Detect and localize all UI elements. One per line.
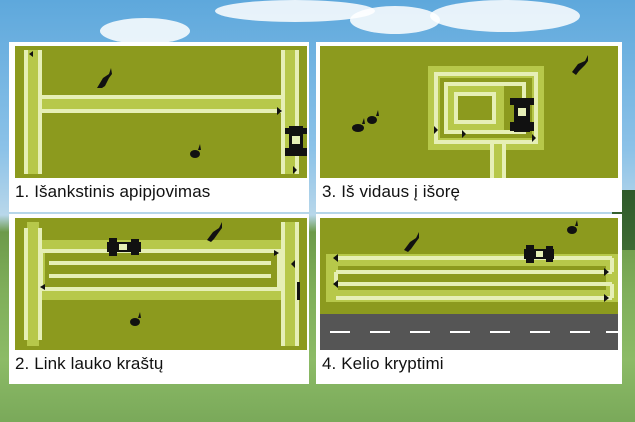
mowing-path (24, 50, 299, 174)
panel-caption: 1. Išankstinis apipjovimas (15, 182, 211, 201)
field-diagram-1 (15, 46, 307, 178)
deer-icon (404, 232, 419, 252)
field-area (15, 218, 307, 350)
panel-caption: 3. Iš vidaus į išorę (322, 182, 461, 201)
panel-pre-mowing: 1. Išankstinis apipjovimas (9, 42, 309, 212)
tractor-icon (107, 238, 300, 300)
deer-icon (207, 222, 222, 242)
cloud (430, 0, 580, 32)
tractor-icon (285, 126, 307, 156)
field-diagram-3 (320, 46, 618, 178)
rabbit-icon (567, 220, 578, 234)
arrow-icon (40, 250, 295, 290)
rabbit-icon (352, 110, 379, 132)
arrow-icon (333, 254, 609, 302)
tractor-icon (510, 98, 534, 132)
rabbit-icon (190, 144, 201, 158)
panel-caption: 2. Link lauko kraštų (15, 354, 164, 373)
field-area (320, 46, 618, 178)
field-diagram-4 (320, 218, 618, 350)
cloud (350, 6, 440, 34)
tractor-icon (524, 245, 554, 263)
rabbit-icon (130, 312, 141, 326)
cloud (215, 0, 375, 22)
arrow-icon (434, 126, 536, 142)
panel-toward-edges: 2. Link lauko kraštų (9, 214, 309, 384)
field-diagram-2 (15, 218, 307, 350)
panel-inside-out: 3. Iš vidaus į išorę (316, 42, 622, 212)
panel-caption: 4. Kelio kryptimi (322, 354, 444, 373)
panel-road-direction: 4. Kelio kryptimi (316, 214, 622, 384)
mowing-path (24, 222, 299, 346)
cloud (100, 18, 190, 44)
deer-icon (97, 68, 112, 88)
arrow-icon (29, 51, 297, 174)
deer-icon (572, 55, 588, 75)
